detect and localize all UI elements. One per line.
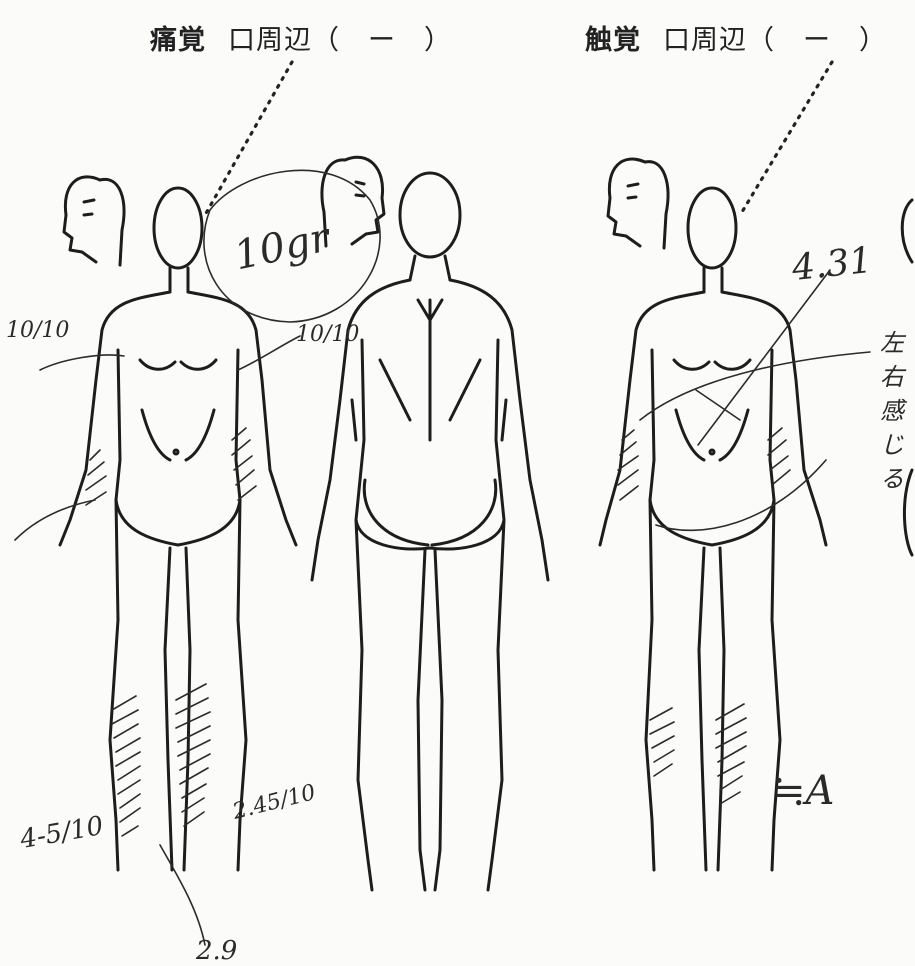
- touch-header: 触覚口周辺（ ー ）: [585, 18, 887, 57]
- pain-bottom-note: 2.9: [196, 936, 238, 966]
- partial-figure-edge: [900, 198, 914, 557]
- touch-shin-note: ≒A: [772, 768, 835, 814]
- touch-hip-curve: [655, 459, 827, 532]
- pain-leader-line: [203, 60, 294, 217]
- touch-mark-line: [695, 389, 741, 421]
- pain-left-arm-score: 10/10: [6, 318, 70, 343]
- pain-bottom-line: [159, 844, 206, 946]
- pain-header: 痛覚口周辺（ ー ）: [150, 18, 452, 57]
- touch-filament-note: 4.31: [790, 239, 875, 290]
- front-touch-shading: [617, 427, 791, 805]
- front-figure-pain: [58, 186, 298, 872]
- touch-side-note: 左右感じる: [880, 329, 904, 493]
- pain-forearm-line: [14, 499, 96, 541]
- front-figure-touch: [598, 186, 828, 872]
- profile-head-touch: [606, 157, 670, 250]
- touch-label: 触覚: [585, 25, 641, 56]
- pain-chest-line: [237, 335, 301, 371]
- touch-perioral-note: 口周辺（ ー ）: [663, 25, 887, 56]
- pain-arm-line: [39, 354, 125, 371]
- profile-head-right: [320, 155, 386, 248]
- pain-label: 痛覚: [150, 25, 206, 56]
- front-pain-shading: [85, 427, 257, 837]
- pain-face-circle: [203, 169, 381, 323]
- touch-chest-curve: [639, 351, 871, 421]
- touch-leader-line: [740, 60, 834, 214]
- pain-right-shoulder-score: 10/10: [296, 322, 360, 347]
- back-figure: [310, 171, 550, 892]
- pain-perioral-note: 口周辺（ ー ）: [228, 25, 452, 56]
- profile-head-left: [62, 175, 126, 267]
- touch-diagonal-line: [697, 269, 831, 446]
